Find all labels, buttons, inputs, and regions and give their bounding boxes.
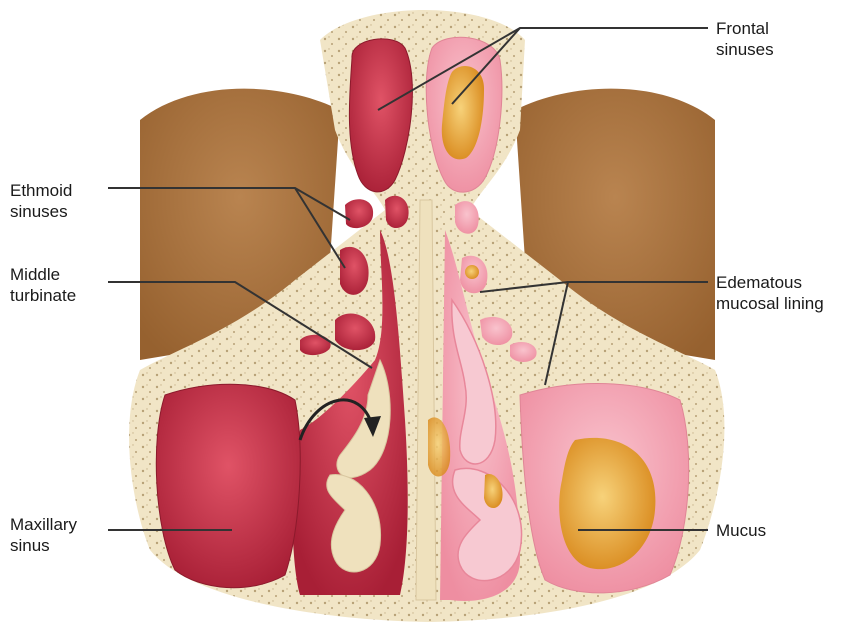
label-turbinate-line1: Middle	[10, 264, 76, 285]
label-frontal-sinuses: Frontal sinuses	[716, 18, 774, 60]
label-maxillary-line1: Maxillary	[10, 514, 77, 535]
label-frontal-line1: Frontal	[716, 18, 774, 39]
label-edematous-line2: mucosal lining	[716, 293, 824, 314]
left-maxillary-sinus	[156, 384, 300, 587]
label-frontal-line2: sinuses	[716, 39, 774, 60]
label-ethmoid-line2: sinuses	[10, 201, 72, 222]
label-maxillary-sinus: Maxillary sinus	[10, 514, 77, 556]
nasal-septum	[416, 200, 436, 600]
label-turbinate-line2: turbinate	[10, 285, 76, 306]
label-edematous-lining: Edematous mucosal lining	[716, 272, 824, 314]
label-maxillary-line2: sinus	[10, 535, 77, 556]
label-ethmoid-line1: Ethmoid	[10, 180, 72, 201]
label-ethmoid-sinuses: Ethmoid sinuses	[10, 180, 72, 222]
label-middle-turbinate: Middle turbinate	[10, 264, 76, 306]
label-mucus-line1: Mucus	[716, 520, 766, 541]
label-mucus: Mucus	[716, 520, 766, 541]
label-edematous-line1: Edematous	[716, 272, 824, 293]
